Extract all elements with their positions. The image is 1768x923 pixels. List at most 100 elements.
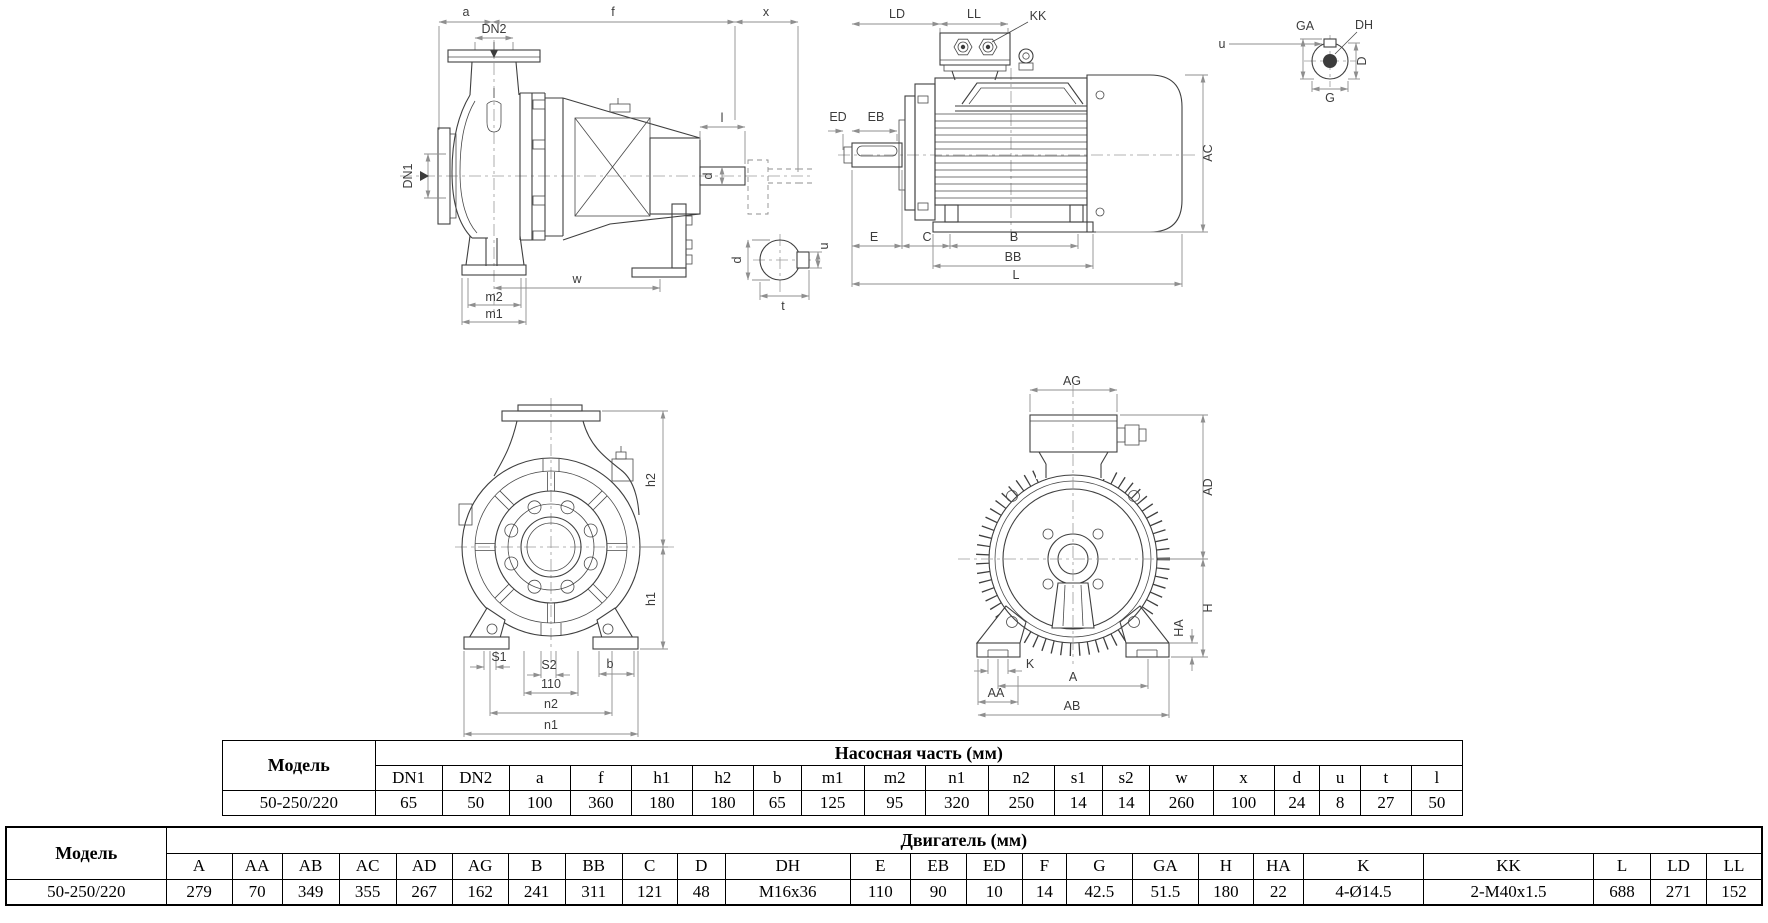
dim-label-n2: n2 bbox=[544, 697, 558, 711]
col-header: G bbox=[1065, 852, 1133, 880]
col-header: KK bbox=[1422, 852, 1595, 880]
dim-label-detail-u: u bbox=[817, 242, 831, 249]
col-header: l bbox=[1410, 765, 1464, 791]
dim-label-n1: n1 bbox=[544, 718, 558, 732]
dim-label-b: B bbox=[1010, 230, 1018, 244]
dim-value: M16x36 bbox=[724, 878, 851, 906]
dim-value: 311 bbox=[564, 878, 623, 906]
dim-value: 125 bbox=[800, 790, 865, 816]
col-header: b bbox=[752, 765, 802, 791]
dim-label-s2: S2 bbox=[541, 658, 556, 672]
col-header: BB bbox=[564, 852, 623, 880]
dim-label-detail-d: d bbox=[730, 256, 744, 263]
col-header: LD bbox=[1650, 852, 1708, 880]
dim-label-ab: AB bbox=[1064, 699, 1081, 713]
model-value: 50-250/220 bbox=[5, 878, 167, 906]
dim-label-s1: S1 bbox=[491, 650, 506, 664]
flow-arrow-icon bbox=[420, 171, 429, 181]
dim-value: 688 bbox=[1592, 878, 1652, 906]
col-header: AB bbox=[281, 852, 340, 880]
dim-label-m1: m1 bbox=[485, 307, 502, 321]
col-header: ED bbox=[965, 852, 1023, 880]
dim-label-l: l bbox=[721, 111, 724, 125]
dim-value: 267 bbox=[395, 878, 453, 906]
dim-label-d: d bbox=[701, 172, 715, 179]
dim-value: 95 bbox=[863, 790, 926, 816]
pump-front-view: h2 h1 S1 S2 b 110 n2 n1 bbox=[455, 398, 675, 737]
col-header: AD bbox=[395, 852, 453, 880]
col-header: t bbox=[1359, 765, 1412, 791]
dim-value: 14 bbox=[1101, 790, 1151, 816]
dim-value: 2-M40x1.5 bbox=[1422, 878, 1595, 906]
col-header: n1 bbox=[924, 765, 989, 791]
drawings-canvas: a f x DN2 bbox=[400, 5, 1373, 737]
col-header: L bbox=[1592, 852, 1652, 880]
col-header: AG bbox=[451, 852, 509, 880]
dim-value: 260 bbox=[1149, 790, 1214, 816]
dim-value: 90 bbox=[909, 878, 967, 906]
dim-value: 50 bbox=[1410, 790, 1464, 816]
col-header: F bbox=[1021, 852, 1067, 880]
dim-value: 27 bbox=[1359, 790, 1412, 816]
dim-label-g: G bbox=[1325, 91, 1335, 105]
dim-value: 100 bbox=[1212, 790, 1275, 816]
dim-label-ga: GA bbox=[1296, 19, 1315, 33]
motor-table-data-row: 50-250/220 279 70 349 355 267 162 241 31… bbox=[5, 878, 1763, 906]
dim-label-e: E bbox=[870, 230, 878, 244]
col-header: n2 bbox=[987, 765, 1055, 791]
dim-value: 14 bbox=[1021, 878, 1067, 906]
motor-table-column-row: A AA AB AC AD AG B BB C D DH E EB ED F G… bbox=[6, 852, 1763, 880]
col-header: h2 bbox=[691, 765, 754, 791]
motor-side-view: LD LL KK bbox=[828, 7, 1215, 287]
dim-label-f: f bbox=[611, 5, 615, 19]
col-header: h1 bbox=[630, 765, 693, 791]
dim-label-dn1: DN1 bbox=[401, 163, 415, 188]
col-header: DN2 bbox=[441, 765, 510, 791]
motor-group-header: Двигатель (мм) bbox=[165, 826, 1763, 854]
dim-label-ha: HA bbox=[1172, 619, 1186, 637]
dim-value: 180 bbox=[1197, 878, 1254, 906]
dim-label-hh: H bbox=[1201, 603, 1215, 612]
dim-label-ed: ED bbox=[829, 110, 846, 124]
col-header: E bbox=[849, 852, 911, 880]
dim-label-a: a bbox=[463, 5, 470, 19]
model-column-header: Модель bbox=[222, 740, 376, 791]
col-header: s1 bbox=[1053, 765, 1103, 791]
col-header: a bbox=[508, 765, 571, 791]
dim-value: 10 bbox=[965, 878, 1023, 906]
dim-value: 70 bbox=[231, 878, 283, 906]
dim-value: 22 bbox=[1252, 878, 1304, 906]
col-header: C bbox=[621, 852, 678, 880]
dim-value: 51.5 bbox=[1131, 878, 1199, 906]
dim-label-dn2: DN2 bbox=[481, 22, 506, 36]
col-header: HA bbox=[1252, 852, 1304, 880]
dim-label-bb: BB bbox=[1005, 250, 1022, 264]
dim-value: 65 bbox=[752, 790, 802, 816]
col-header: AC bbox=[338, 852, 397, 880]
dim-label-h1: h1 bbox=[644, 592, 658, 606]
dim-value: 349 bbox=[281, 878, 340, 906]
dim-label-ag: AG bbox=[1063, 374, 1081, 388]
col-header: EB bbox=[909, 852, 967, 880]
col-header: GA bbox=[1131, 852, 1199, 880]
col-header: w bbox=[1149, 765, 1214, 791]
dim-value: 250 bbox=[987, 790, 1055, 816]
dim-value: 180 bbox=[691, 790, 754, 816]
col-header: D bbox=[676, 852, 726, 880]
dim-value: 50 bbox=[441, 790, 510, 816]
dim-label-ll: LL bbox=[967, 7, 981, 21]
dim-label-motor-l: L bbox=[1013, 268, 1020, 282]
dim-value: 14 bbox=[1053, 790, 1103, 816]
motor-dimensions-table: Модель Двигатель (мм) A AA AB AC AD AG B… bbox=[5, 826, 1763, 906]
dim-label-motor-u: u bbox=[1219, 37, 1226, 51]
dim-label-110: 110 bbox=[541, 677, 561, 691]
col-header: B bbox=[507, 852, 566, 880]
dim-value: 241 bbox=[507, 878, 566, 906]
dim-label-b2: b bbox=[607, 657, 614, 671]
motor-front-view: AG AD H HA K A AA AB bbox=[958, 374, 1215, 718]
dim-label-ac: AC bbox=[1201, 144, 1215, 161]
col-header: DN1 bbox=[374, 765, 443, 791]
dim-value: 320 bbox=[924, 790, 989, 816]
dim-label-aa: AA bbox=[988, 686, 1005, 700]
